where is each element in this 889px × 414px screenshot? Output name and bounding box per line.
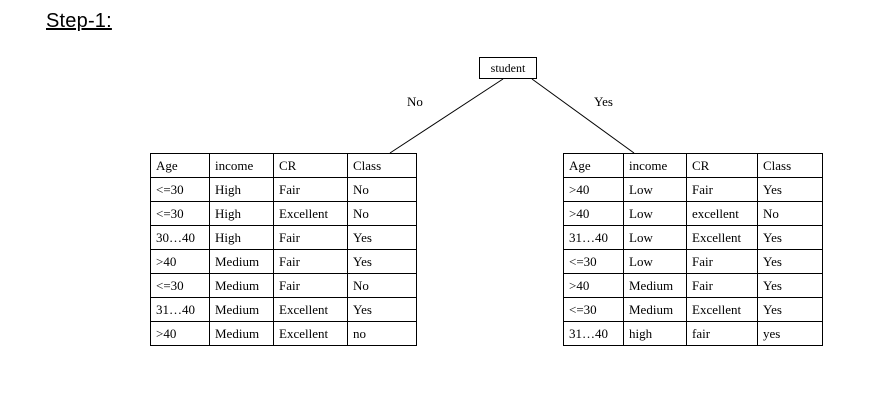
- table-cell: <=30: [150, 177, 210, 202]
- table-cell: Medium: [623, 273, 687, 298]
- table-cell: <=30: [563, 297, 624, 322]
- table-header-cell: income: [209, 153, 274, 178]
- table-cell: excellent: [686, 201, 758, 226]
- table-cell: Fair: [273, 273, 348, 298]
- table-cell: Fair: [273, 225, 348, 250]
- table-cell: Low: [623, 225, 687, 250]
- left-partition-table: Age income CR Class <=30 High Fair No <=…: [150, 153, 417, 346]
- table-cell: No: [757, 201, 823, 226]
- table-header-cell: Class: [347, 153, 417, 178]
- table-cell: 31…40: [150, 297, 210, 322]
- table-cell: High: [209, 177, 274, 202]
- table-cell: Low: [623, 249, 687, 274]
- table-cell: Fair: [273, 249, 348, 274]
- table-header-cell: income: [623, 153, 687, 178]
- table-cell: >40: [150, 321, 210, 346]
- table-row: 31…40 high fair yes: [563, 321, 823, 346]
- table-cell: Excellent: [686, 297, 758, 322]
- table-cell: Yes: [757, 225, 823, 250]
- table-cell: fair: [686, 321, 758, 346]
- table-row: 31…40 Medium Excellent Yes: [150, 297, 417, 322]
- table-header-cell: CR: [273, 153, 348, 178]
- table-row: <=30 Low Fair Yes: [563, 249, 823, 274]
- table-cell: 30…40: [150, 225, 210, 250]
- table-cell: <=30: [150, 273, 210, 298]
- table-row: >40 Medium Excellent no: [150, 321, 417, 346]
- table-cell: Low: [623, 201, 687, 226]
- table-cell: Excellent: [273, 321, 348, 346]
- table-cell: Excellent: [686, 225, 758, 250]
- table-cell: Yes: [347, 249, 417, 274]
- table-cell: yes: [757, 321, 823, 346]
- root-node-student: student: [479, 57, 537, 79]
- edge-line-no: [389, 78, 504, 154]
- table-row: <=30 High Excellent No: [150, 201, 417, 226]
- table-cell: No: [347, 201, 417, 226]
- step-heading: Step-1:: [46, 10, 112, 32]
- table-cell: Medium: [209, 321, 274, 346]
- table-row: 31…40 Low Excellent Yes: [563, 225, 823, 250]
- table-header-cell: Age: [150, 153, 210, 178]
- table-row: 30…40 High Fair Yes: [150, 225, 417, 250]
- left-table-body: Age income CR Class <=30 High Fair No <=…: [150, 153, 417, 346]
- table-cell: Yes: [757, 177, 823, 202]
- table-cell: Fair: [686, 249, 758, 274]
- table-cell: no: [347, 321, 417, 346]
- table-cell: High: [209, 225, 274, 250]
- edge-line-yes: [531, 78, 635, 154]
- table-cell: >40: [563, 177, 624, 202]
- table-cell: Yes: [757, 273, 823, 298]
- table-header-cell: Age: [563, 153, 624, 178]
- table-cell: No: [347, 273, 417, 298]
- table-cell: Medium: [623, 297, 687, 322]
- table-row: >40 Low excellent No: [563, 201, 823, 226]
- table-cell: 31…40: [563, 225, 624, 250]
- table-cell: Yes: [757, 249, 823, 274]
- table-cell: High: [209, 201, 274, 226]
- table-cell: Fair: [273, 177, 348, 202]
- table-row: <=30 Medium Excellent Yes: [563, 297, 823, 322]
- edge-label-yes: Yes: [594, 94, 613, 109]
- table-cell: Excellent: [273, 201, 348, 226]
- table-cell: Fair: [686, 273, 758, 298]
- table-row: >40 Low Fair Yes: [563, 177, 823, 202]
- table-cell: >40: [563, 201, 624, 226]
- table-row: >40 Medium Fair Yes: [150, 249, 417, 274]
- table-cell: Fair: [686, 177, 758, 202]
- table-row: <=30 High Fair No: [150, 177, 417, 202]
- table-cell: Low: [623, 177, 687, 202]
- right-table-body: Age income CR Class >40 Low Fair Yes >40…: [563, 153, 823, 346]
- table-cell: >40: [150, 249, 210, 274]
- table-row: >40 Medium Fair Yes: [563, 273, 823, 298]
- table-cell: Medium: [209, 273, 274, 298]
- right-partition-table: Age income CR Class >40 Low Fair Yes >40…: [563, 153, 823, 346]
- table-cell: <=30: [563, 249, 624, 274]
- table-row: <=30 Medium Fair No: [150, 273, 417, 298]
- table-cell: Medium: [209, 249, 274, 274]
- table-cell: No: [347, 177, 417, 202]
- table-cell: Yes: [757, 297, 823, 322]
- table-cell: Excellent: [273, 297, 348, 322]
- table-cell: >40: [563, 273, 624, 298]
- table-header-row: Age income CR Class: [150, 153, 417, 178]
- edge-label-no: No: [407, 94, 423, 109]
- table-cell: Yes: [347, 225, 417, 250]
- table-cell: high: [623, 321, 687, 346]
- table-cell: Yes: [347, 297, 417, 322]
- table-header-cell: Class: [757, 153, 823, 178]
- table-header-row: Age income CR Class: [563, 153, 823, 178]
- table-cell: <=30: [150, 201, 210, 226]
- table-cell: Medium: [209, 297, 274, 322]
- table-cell: 31…40: [563, 321, 624, 346]
- table-header-cell: CR: [686, 153, 758, 178]
